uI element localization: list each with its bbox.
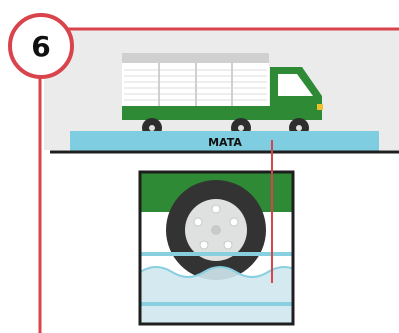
step-number-badge: 6 (10, 15, 72, 77)
tire-icon (166, 180, 266, 280)
tire-inset-box (140, 172, 300, 324)
step-number: 6 (31, 30, 50, 63)
scale-label: MATA (208, 136, 242, 149)
weighbridge-scale: MATA (70, 131, 379, 151)
